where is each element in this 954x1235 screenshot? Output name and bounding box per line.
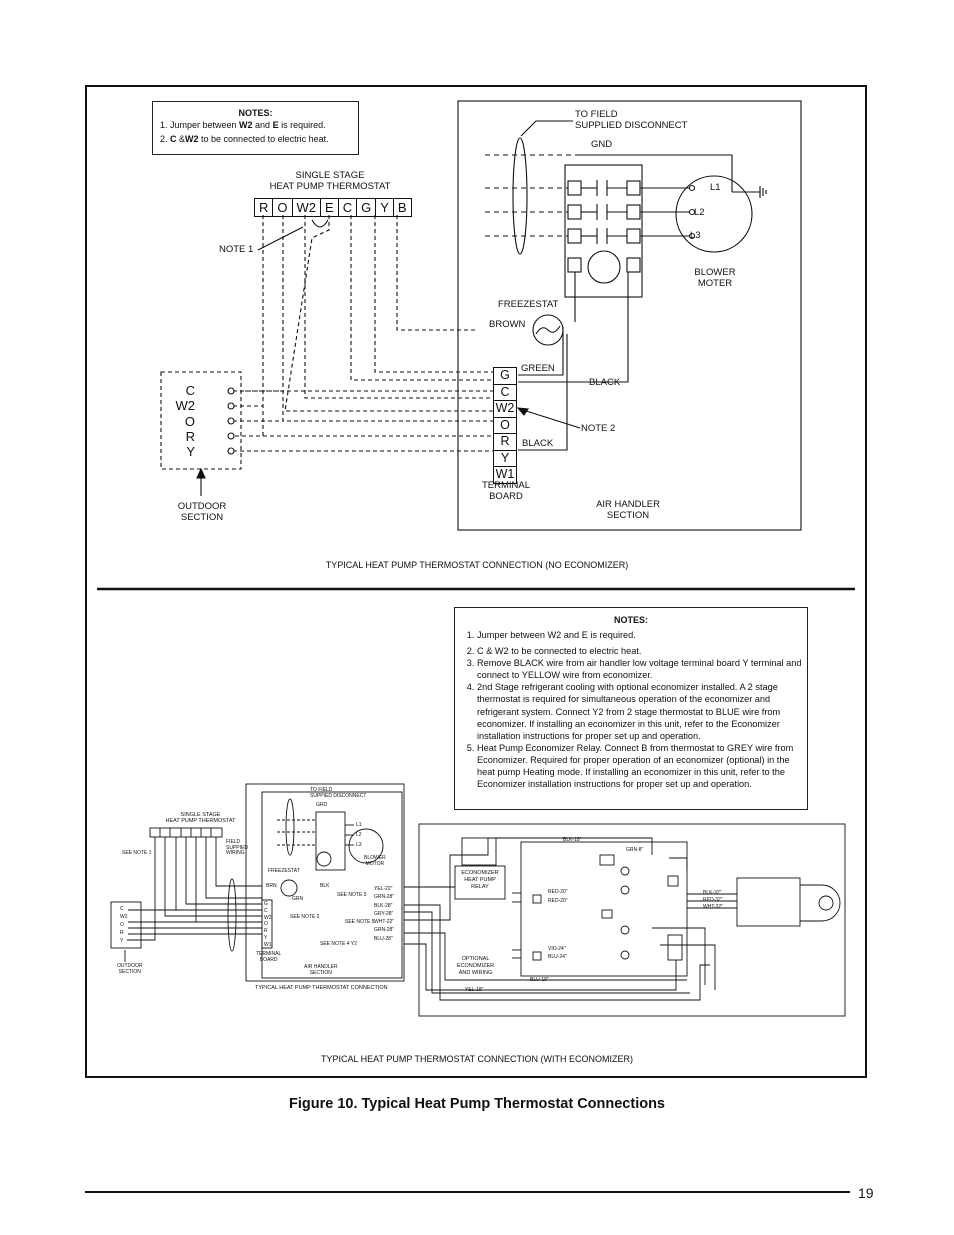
- tstat-terminal-b: B: [397, 200, 407, 215]
- small-freezestat-label: FREEZESTAT: [268, 868, 300, 874]
- disconnect-bundle: [512, 137, 528, 255]
- top-notes-box: NOTES: 1. Jumper between W2 and E is req…: [152, 101, 359, 155]
- tb-terminal-g: G: [494, 368, 516, 385]
- small-grn-label: GRN: [292, 896, 304, 902]
- tstat-terminal-g: G: [357, 199, 377, 216]
- blower-motor-circle: [675, 175, 753, 253]
- small-field-wiring-label: FIELD SUPPIED WIRING: [226, 839, 248, 856]
- small-see-note-4: SEE NOTE 4 Y2: [320, 941, 357, 947]
- small-grd-label: GRD: [316, 802, 328, 808]
- small-blk-label: BLK: [320, 883, 330, 889]
- small-leads: L1 L2 L3: [356, 822, 362, 848]
- small-blower-label: BLOWER MOTOR: [364, 855, 386, 867]
- wire-blk-18: BLK-18": [563, 837, 582, 843]
- bottom-note-2: C & W2 to be connected to electric heat.: [477, 645, 807, 657]
- bottom-notes-box: NOTES: Jumper between W2 and E is requir…: [454, 607, 808, 810]
- small-inner-caption: TYPICAL HEAT PUMP THERMOSTAT CONNECTION: [255, 985, 388, 991]
- terminal-board-label: TERMINAL BOARD: [481, 480, 531, 502]
- tb-terminal-w1: W1: [495, 467, 515, 481]
- small-see-note-1: SEE NOTE 1: [122, 850, 152, 856]
- brown-wire-label: BROWN: [489, 319, 526, 330]
- black-wire-label-1: BLACK: [589, 377, 621, 388]
- outdoor-section-label: OUTDOOR SECTION: [177, 501, 227, 523]
- tb-terminal-o: O: [494, 418, 516, 434]
- small-outdoor-terminals: C W2 O R Y: [120, 906, 128, 944]
- small-tb-label: TERMINAL BOARD: [256, 951, 282, 963]
- outdoor-terminal-o: O: [184, 413, 195, 429]
- small-see-note-5: SEE NOTE 5: [345, 919, 375, 925]
- bottom-notes-title: NOTES:: [613, 615, 648, 625]
- green-wire-label: GREEN: [521, 363, 555, 374]
- small-air-handler-frame: [245, 783, 405, 982]
- note2-label: NOTE 2: [581, 423, 616, 434]
- top-note-2: 2. C &W2 to be connected to electric hea…: [160, 134, 329, 144]
- wire-motor-tags: BLK-32" RED-32" WHT-32": [703, 890, 724, 910]
- thermostat-terminal-strip: R O W2 E C G Y B: [254, 198, 412, 217]
- terminal-board: G C W2 O R Y W1: [493, 367, 517, 484]
- black-wire-label-2: BLACK: [522, 438, 554, 449]
- gnd-label: GND: [591, 139, 613, 150]
- bottom-diagram-caption: TYPICAL HEAT PUMP THERMOSTAT CONNECTION …: [320, 1054, 634, 1064]
- lead-l3: L3: [690, 230, 701, 241]
- tstat-terminal-o: O: [273, 199, 293, 216]
- tstat-terminal-y: Y: [376, 199, 394, 216]
- tstat-terminal-w2: W2: [293, 199, 322, 216]
- lead-l1: L1: [710, 182, 721, 193]
- tstat-terminal-r: R: [255, 199, 274, 216]
- tstat-terminal-e: E: [321, 199, 339, 216]
- lead-l2: L2: [694, 207, 705, 218]
- small-tstat-label: SINGLE STAGE HEAT PUMP THERMOSTAT: [165, 812, 236, 824]
- small-disconnect-label: TO FIELD SUPPIED DISCONNECT: [310, 787, 367, 799]
- bottom-note-3: Remove BLACK wire from air handler low v…: [477, 657, 807, 681]
- outdoor-terminal-y: Y: [186, 444, 195, 460]
- wire-red-20-a: RED-20": [548, 889, 568, 895]
- outdoor-terminal-list: C W2 O R Y: [173, 383, 196, 460]
- small-outdoor-label: OUTDOOR SECTION: [117, 963, 143, 975]
- top-note-1: 1. Jumper between W2 and E is required.: [160, 120, 326, 130]
- transformer-coil: [587, 250, 621, 284]
- wire-yel-18: YEL-18": [465, 987, 484, 993]
- disconnect-label: TO FIELD SUPPLIED DISCONNECT: [575, 109, 688, 131]
- wire-red-20-b: RED-20": [548, 898, 568, 904]
- small-brn-label: BRN: [266, 883, 277, 889]
- tstat-terminal-c: C: [339, 199, 358, 216]
- bottom-note-5: Heat Pump Economizer Relay. Connect B fr…: [477, 742, 807, 790]
- wire-vio-24: VIO-24": [548, 946, 566, 952]
- bottom-note-4: 2nd Stage refrigerant cooling with optio…: [477, 681, 807, 741]
- figure-caption: Figure 10. Typical Heat Pump Thermostat …: [289, 1096, 665, 1112]
- tstat-label: SINGLE STAGE HEAT PUMP THERMOSTAT: [269, 170, 391, 192]
- tb-terminal-w2: W2: [494, 401, 516, 418]
- outdoor-terminal-w2: W2: [175, 398, 196, 414]
- top-notes-title: NOTES:: [238, 108, 273, 118]
- freezestat-label: FREEZESTAT: [498, 299, 559, 310]
- optional-econ-label: OPTIONAL ECONOMIZER AND WIRING: [456, 956, 495, 976]
- outdoor-terminal-r: R: [185, 428, 195, 444]
- small-tb-terminals: G C W2 O R Y W1: [264, 901, 272, 948]
- wire-blu-24: BLU-24": [548, 954, 567, 960]
- air-handler-label: AIR HANDLER SECTION: [596, 499, 660, 521]
- tb-terminal-y: Y: [494, 451, 516, 467]
- figure-frame: [85, 85, 867, 1078]
- outdoor-terminal-c: C: [185, 383, 195, 398]
- page-number: 19: [858, 1185, 874, 1201]
- tb-terminal-r: R: [494, 434, 516, 451]
- small-ah-label: AIR HANDLER SECTION: [304, 964, 338, 976]
- footer-rule: [85, 1191, 850, 1193]
- tb-terminal-c: C: [494, 385, 516, 401]
- relay-label: ECONOMIZER HEAT PUMP RELAY: [461, 870, 499, 890]
- top-diagram-caption: TYPICAL HEAT PUMP THERMOSTAT CONNECTION …: [325, 560, 629, 570]
- note1-label: NOTE 1: [219, 244, 254, 255]
- blower-motor-label: BLOWER MOTER: [694, 267, 736, 289]
- small-see-note-2: SEE NOTE 2: [290, 914, 320, 920]
- wire-grn-8: GRN-8": [626, 847, 644, 853]
- contactor-block: [564, 164, 643, 298]
- bottom-note-1: Jumper between W2 and E is required.: [477, 629, 807, 641]
- air-handler-box: [457, 100, 802, 531]
- small-wire-tags: YEL-22" GRN-28" BLK-28" GRY-28" WHT-22" …: [374, 886, 395, 942]
- wire-blu-18: BLU-18": [530, 977, 549, 983]
- small-see-note-3: SEE NOTE 3: [337, 892, 367, 898]
